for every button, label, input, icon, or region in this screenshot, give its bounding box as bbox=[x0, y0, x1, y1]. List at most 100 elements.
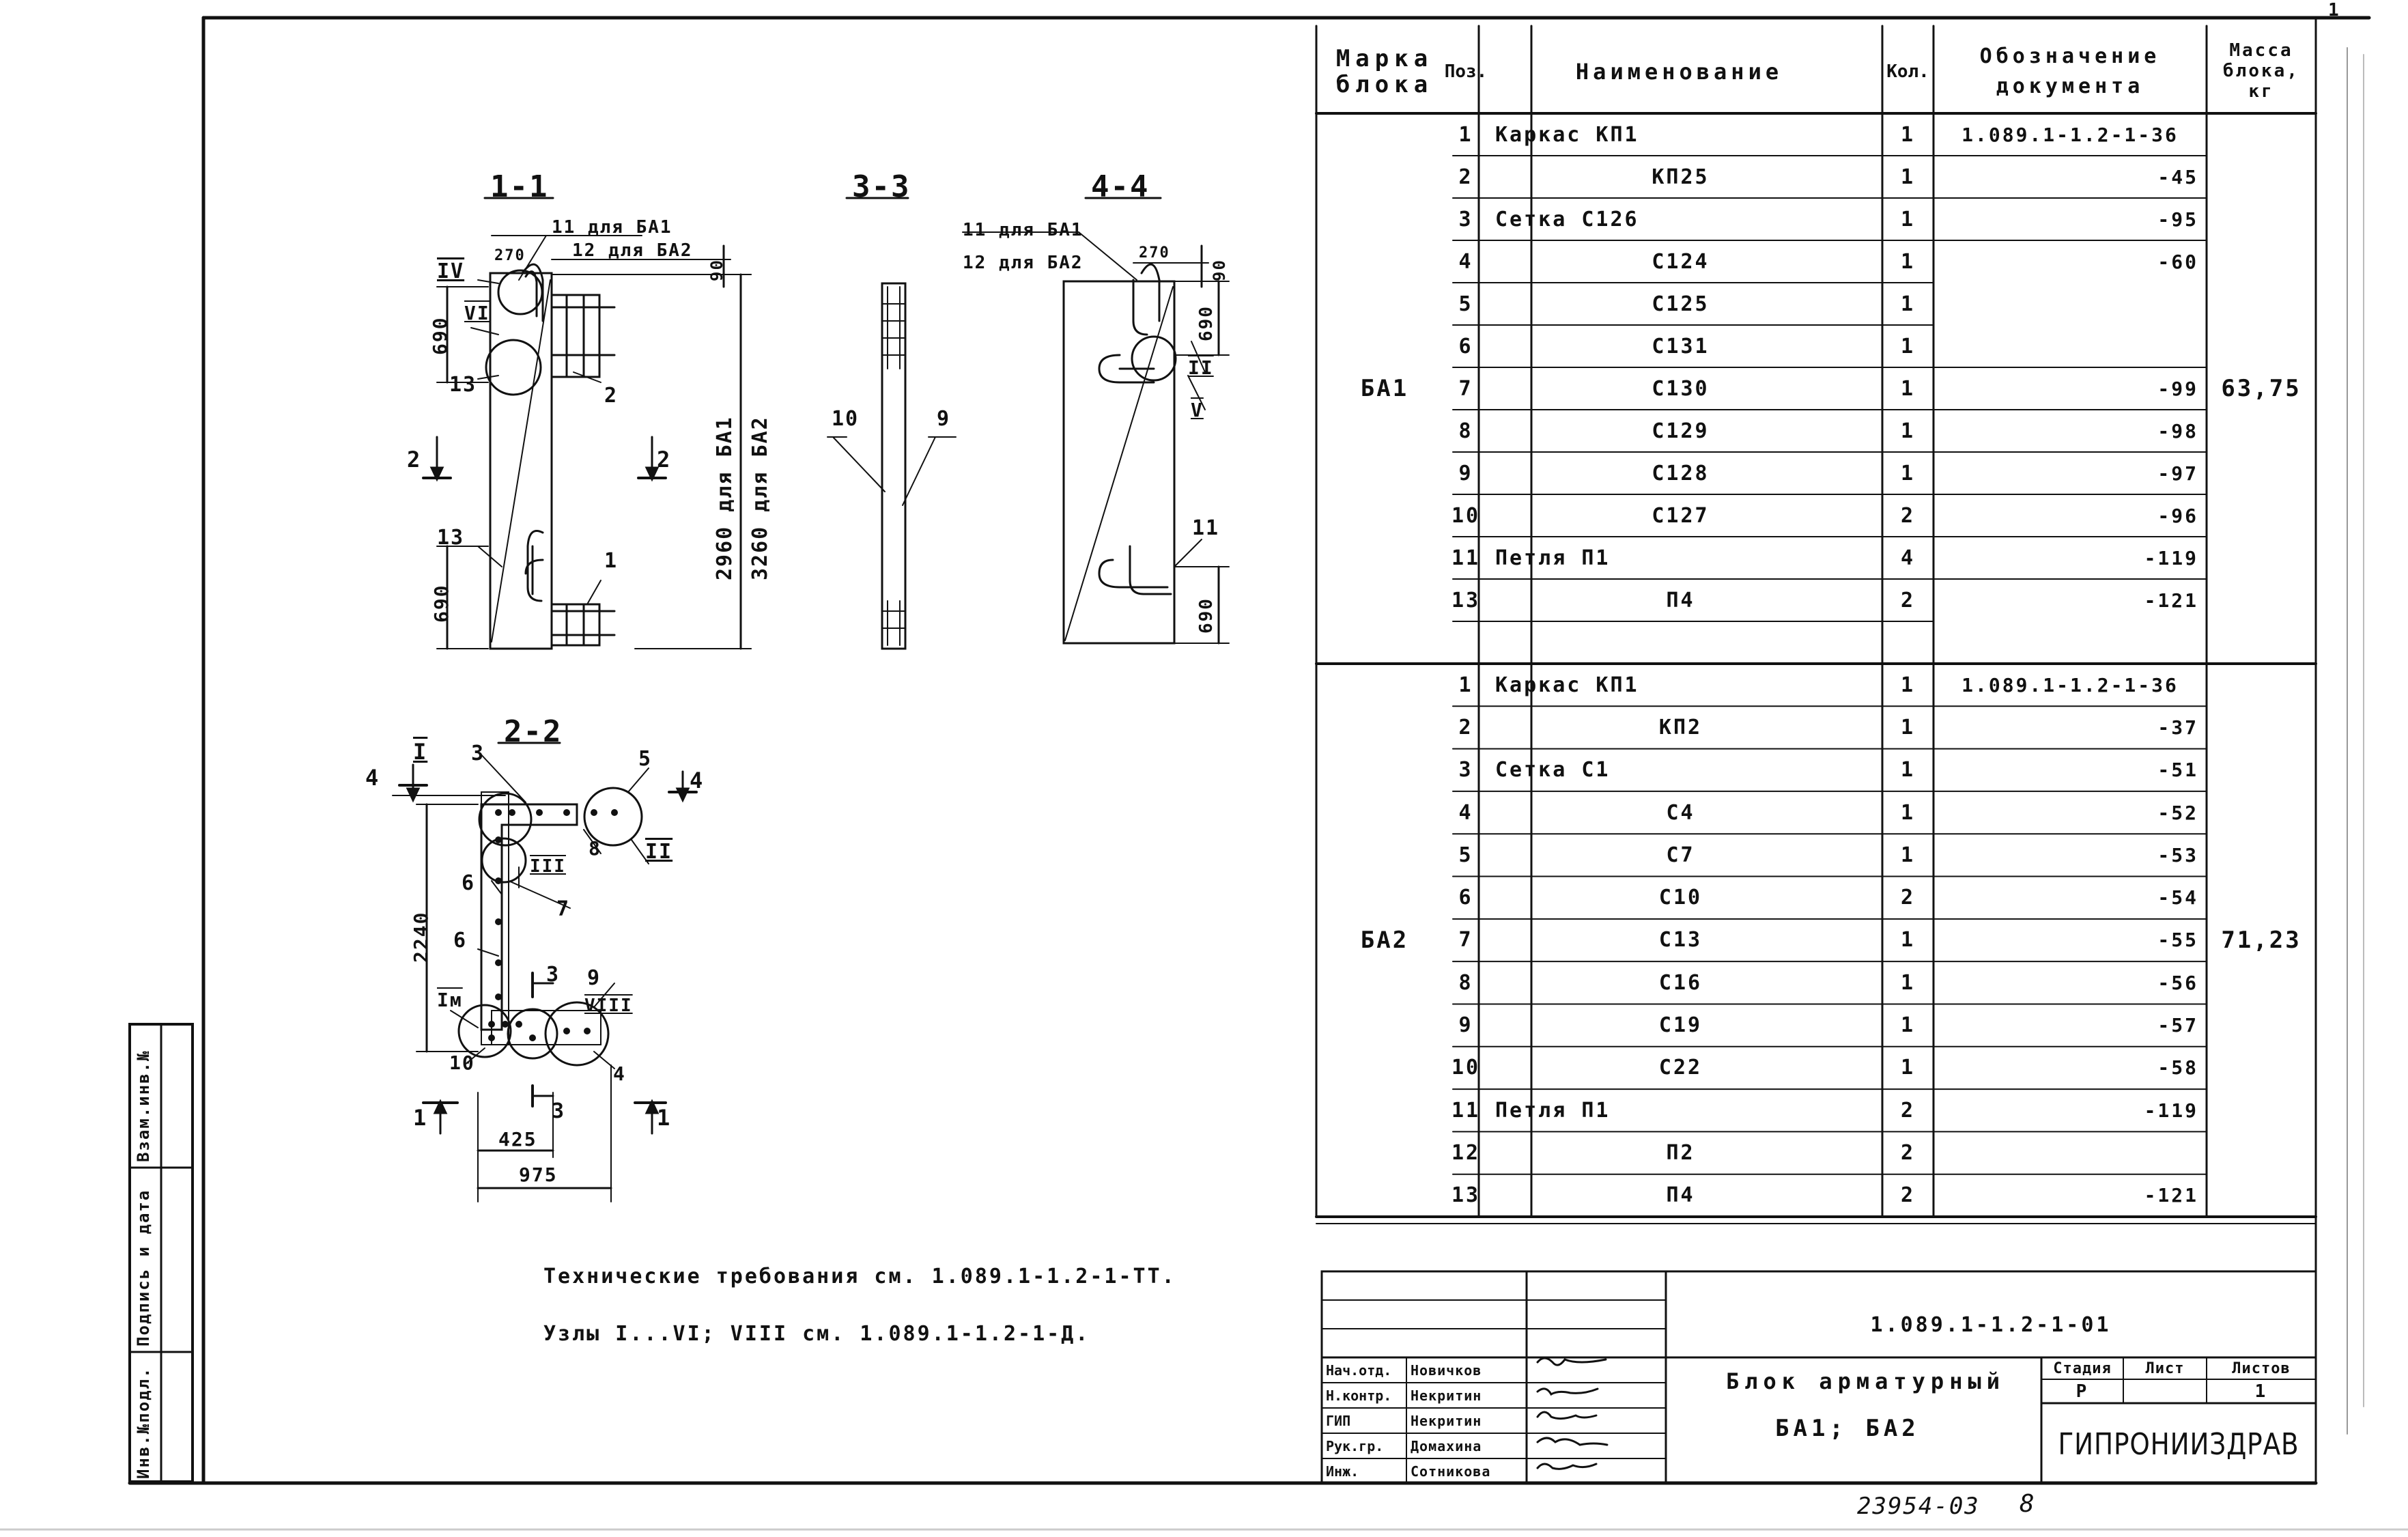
row-pos: 11 bbox=[1451, 546, 1481, 570]
row-qty: 1 bbox=[1900, 1013, 1916, 1038]
cut-1-left: 1 bbox=[413, 1105, 428, 1131]
label-11-for-ba1-4-4: 11 для БА1 bbox=[963, 220, 1083, 240]
row-doc: -121 bbox=[2144, 1184, 2198, 1207]
row-name: С10 bbox=[1658, 886, 1703, 910]
row-pos: 9 bbox=[1458, 1013, 1473, 1038]
row-qty: 1 bbox=[1900, 970, 1916, 995]
group-mark-ba2: БА2 bbox=[1360, 927, 1409, 954]
pos-9-3-3: 9 bbox=[937, 407, 951, 431]
row-pos: 13 bbox=[1451, 1183, 1481, 1208]
title-role-label: Нач.отд. bbox=[1326, 1362, 1392, 1379]
header-name: Наименование bbox=[1575, 59, 1783, 85]
row-doc: -96 bbox=[2157, 504, 2198, 527]
row-qty: 2 bbox=[1900, 1141, 1916, 1166]
row-name: С13 bbox=[1658, 928, 1703, 953]
row-name: Сетка С126 bbox=[1495, 207, 1639, 231]
row-name: С125 bbox=[1652, 292, 1710, 316]
node-ii-2-2: II bbox=[645, 840, 673, 864]
row-doc: 1.089.1-1.2-1-36 bbox=[1961, 673, 2179, 696]
pos-9-2-2: 9 bbox=[587, 966, 601, 990]
title-role-label: ГИП bbox=[1326, 1412, 1351, 1429]
row-pos: 4 bbox=[1458, 800, 1473, 825]
row-doc: -119 bbox=[2144, 1099, 2198, 1122]
row-name: С7 bbox=[1666, 843, 1695, 867]
row-pos: 3 bbox=[1458, 207, 1473, 231]
row-qty: 2 bbox=[1900, 886, 1916, 910]
row-pos: 6 bbox=[1458, 334, 1473, 358]
node-iii: III bbox=[530, 856, 566, 877]
dim-975: 975 bbox=[519, 1164, 558, 1186]
row-name: С128 bbox=[1652, 461, 1710, 485]
dim-270-4-4: 270 bbox=[1139, 244, 1170, 262]
pos-5: 5 bbox=[638, 747, 653, 771]
row-qty: 1 bbox=[1900, 673, 1916, 697]
row-doc: -53 bbox=[2157, 843, 2198, 866]
row-name: С19 bbox=[1658, 1013, 1703, 1038]
row-name: КП25 bbox=[1652, 165, 1710, 189]
dim-270: 270 bbox=[494, 247, 526, 264]
row-qty: 1 bbox=[1900, 165, 1916, 189]
row-qty: 1 bbox=[1900, 1056, 1916, 1080]
row-pos: 7 bbox=[1458, 376, 1473, 401]
header-qty: Кол. bbox=[1886, 61, 1929, 82]
row-name: Каркас КП1 bbox=[1495, 673, 1639, 697]
node-ii-4-4: II bbox=[1188, 356, 1214, 379]
row-pos bbox=[1453, 621, 1479, 664]
cut-1-right: 1 bbox=[657, 1105, 672, 1131]
row-name: С4 bbox=[1666, 800, 1695, 825]
sheets-label: Листов bbox=[2232, 1359, 2291, 1377]
organization-name: ГИПРОНИИЗДРАВ bbox=[2058, 1426, 2299, 1462]
row-name: С127 bbox=[1652, 503, 1710, 528]
row-qty: 1 bbox=[1900, 461, 1916, 485]
row-name: Петля П1 bbox=[1495, 1098, 1611, 1123]
pos-11-4-4: 11 bbox=[1192, 516, 1220, 540]
section-title-2-2: 2-2 bbox=[504, 714, 563, 749]
dim-425: 425 bbox=[498, 1128, 537, 1151]
label-12-for-ba2: 12 для БА2 bbox=[572, 240, 693, 261]
title-line-2: БА1; БА2 bbox=[1775, 1415, 1920, 1442]
cut-4-left: 4 bbox=[365, 765, 380, 791]
dim-2240: 2240 bbox=[410, 911, 432, 963]
document-code: 1.089.1-1.2-1-01 bbox=[1870, 1312, 2112, 1337]
row-qty: 2 bbox=[1900, 588, 1916, 612]
row-name: С129 bbox=[1652, 419, 1710, 443]
dim-90-4-4: 90 bbox=[1210, 259, 1229, 281]
row-name: КП2 bbox=[1658, 715, 1703, 739]
pos-13-bottom: 13 bbox=[437, 526, 465, 550]
row-doc bbox=[1934, 283, 2207, 325]
row-doc: -97 bbox=[2157, 462, 2198, 485]
section-title-3-3: 3-3 bbox=[852, 169, 911, 204]
title-role-label: Рук.гр. bbox=[1326, 1437, 1384, 1454]
cut-3-bottom: 3 bbox=[552, 1099, 566, 1123]
page-number: 8 bbox=[2020, 1490, 2036, 1518]
row-doc: -51 bbox=[2157, 759, 2198, 782]
row-pos: 2 bbox=[1458, 165, 1473, 189]
pos-2: 2 bbox=[604, 384, 619, 408]
pos-8: 8 bbox=[589, 837, 601, 860]
row-doc: -98 bbox=[2157, 419, 2198, 442]
row-name: С130 bbox=[1652, 376, 1710, 401]
row-name: Каркас КП1 bbox=[1495, 122, 1639, 147]
row-doc: -95 bbox=[2157, 208, 2198, 231]
dim-90: 90 bbox=[707, 259, 726, 281]
stage-label: Стадия bbox=[2053, 1359, 2112, 1377]
row-doc: -121 bbox=[2144, 589, 2198, 612]
row-name bbox=[1479, 621, 1882, 664]
row-pos: 3 bbox=[1458, 758, 1473, 782]
row-pos: 5 bbox=[1458, 292, 1473, 316]
row-pos: 7 bbox=[1458, 928, 1473, 953]
title-role-person: Новичков bbox=[1411, 1362, 1482, 1379]
archive-number: 23954-03 bbox=[1857, 1493, 1980, 1520]
pos-3-2-2: 3 bbox=[471, 742, 485, 765]
row-qty: 4 bbox=[1900, 546, 1916, 570]
cut-2-left: 2 bbox=[407, 447, 422, 473]
title-role-label: Инж. bbox=[1326, 1463, 1359, 1480]
sheet-mark-top: 1 bbox=[2328, 0, 2340, 20]
row-pos: 1 bbox=[1458, 673, 1473, 697]
stamp-signature-date: Подпись и дата bbox=[134, 1189, 153, 1346]
title-role-label: Н.контр. bbox=[1326, 1387, 1392, 1404]
title-role-person: Домахина bbox=[1411, 1437, 1482, 1454]
row-qty: 1 bbox=[1900, 207, 1916, 231]
row-name: П4 bbox=[1666, 1183, 1695, 1208]
